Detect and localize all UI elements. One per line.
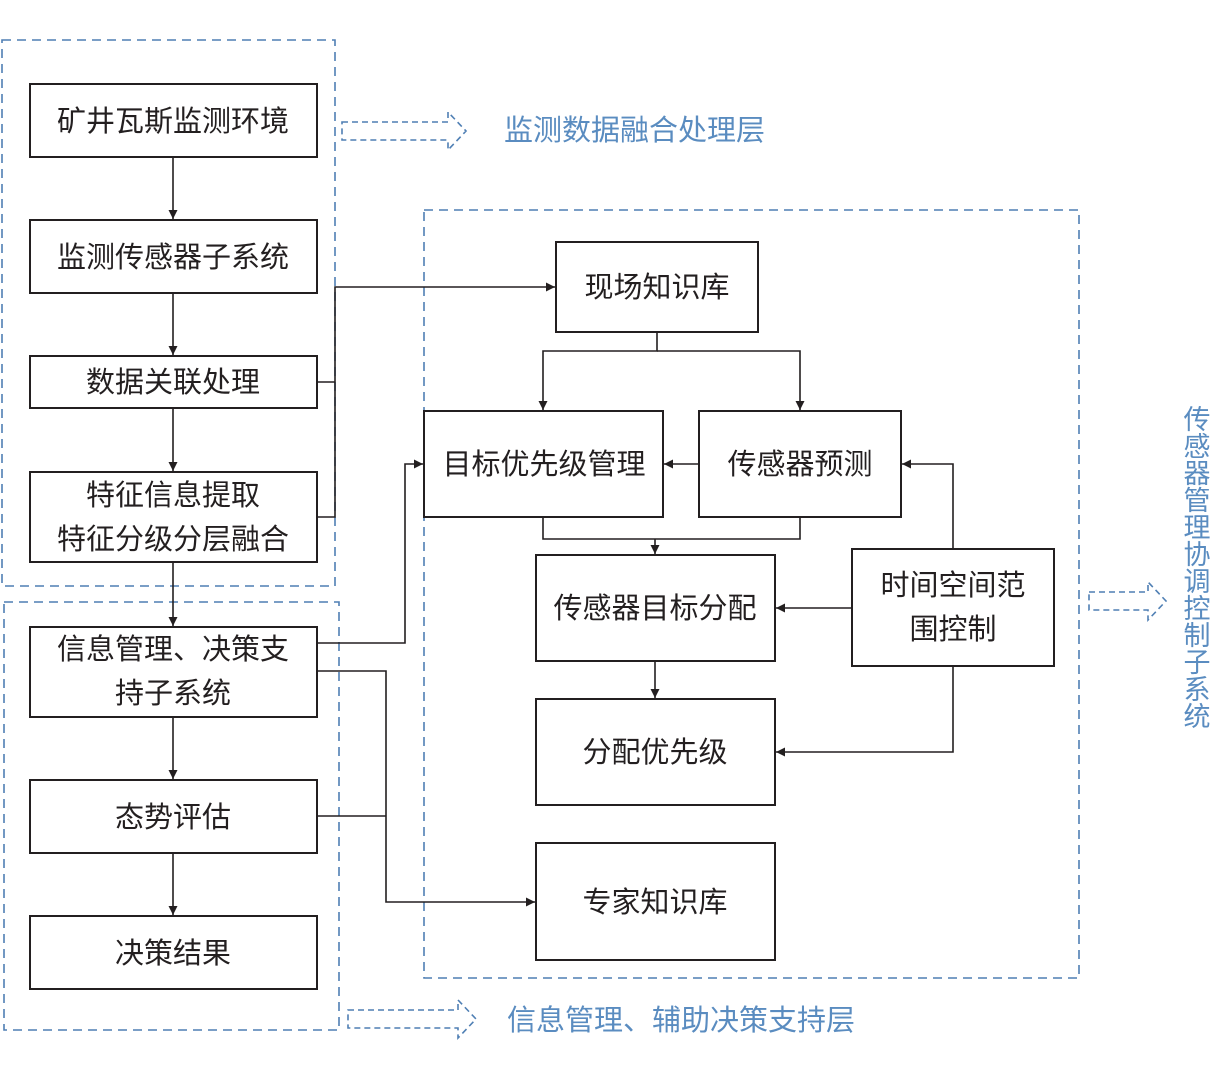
arrow-to-field-kb xyxy=(317,282,555,518)
expert-knowledge-base-label: 专家知识库 xyxy=(582,885,727,919)
target-priority-label: 目标优先级管理 xyxy=(442,447,645,481)
sensor-prediction-label: 传感器预测 xyxy=(727,447,872,481)
field-knowledge-base-label: 现场知识库 xyxy=(584,270,729,304)
situation-assessment-label: 态势评估 xyxy=(115,800,231,834)
fusion-layer-label: 监测数据融合处理层 xyxy=(504,113,765,147)
arrow-field-kb-to-sensor-prediction xyxy=(657,350,805,410)
arrow-field-kb-to-target-priority xyxy=(538,332,658,410)
box-field-knowledge-base xyxy=(555,241,759,333)
sensor-target-assignment-label: 传感器目标分配 xyxy=(553,591,756,625)
sensor-management-arrow-icon xyxy=(1088,579,1168,623)
feature-fusion-label: 特征分级分层融合 xyxy=(57,522,289,556)
arrow-info-to-expert-kb xyxy=(317,670,535,907)
decision-result-label: 决策结果 xyxy=(115,936,231,970)
fusion-layer-arrow-icon xyxy=(341,109,468,153)
feature-extraction-label: 特征信息提取 xyxy=(86,478,260,512)
arrow-timespace-to-prediction xyxy=(902,459,954,549)
info-management-label-2: 持子系统 xyxy=(115,676,231,710)
sensor-subsystem-label: 监测传感器子系统 xyxy=(57,240,289,274)
info-management-label-1: 信息管理、决策支 xyxy=(57,632,289,666)
connector-merge xyxy=(542,517,801,540)
box-expert-knowledge-base xyxy=(535,842,776,961)
box-decision-result xyxy=(29,915,318,990)
mine-gas-environment-label: 矿井瓦斯监测环境 xyxy=(57,104,289,138)
box-sensor-prediction xyxy=(698,410,902,518)
data-association-label: 数据关联处理 xyxy=(86,365,260,399)
box-target-priority xyxy=(423,410,664,518)
box-data-association xyxy=(29,355,318,409)
box-time-space-control xyxy=(851,548,1055,667)
box-mine-gas-environment xyxy=(29,83,318,158)
assign-priority-label: 分配优先级 xyxy=(582,735,727,769)
arrow-info-to-target-priority xyxy=(317,459,423,644)
time-space-control-label-2: 围控制 xyxy=(909,612,996,646)
box-assign-priority xyxy=(535,698,776,806)
decision-layer-arrow-icon xyxy=(347,997,478,1041)
time-space-control-label-1: 时间空间范 xyxy=(880,568,1025,602)
arrow-timespace-to-assign-priority xyxy=(776,666,954,757)
sensor-management-label: 传感器管理协调控制子系统 xyxy=(1179,405,1211,729)
sensor-management-boundary xyxy=(423,209,1080,979)
box-sensor-subsystem xyxy=(29,219,318,294)
decision-layer-label: 信息管理、辅助决策支持层 xyxy=(507,1003,855,1037)
